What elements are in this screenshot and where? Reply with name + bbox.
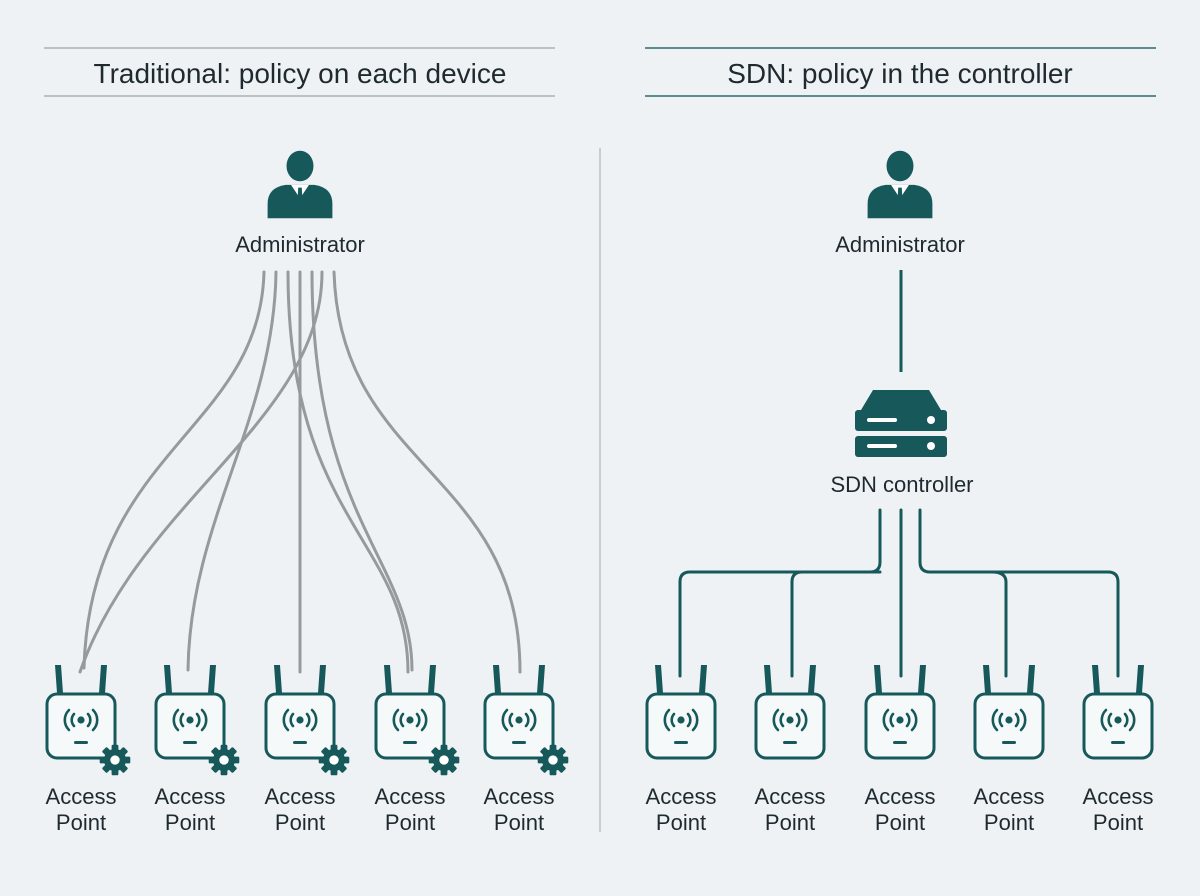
left-line-ap5 <box>332 270 522 674</box>
right-line-ap4 <box>990 570 1008 678</box>
left-connection-lines <box>78 270 522 674</box>
access-point-icon <box>645 663 717 760</box>
right-line-ap5 <box>918 508 1120 678</box>
access-point-icon <box>264 663 336 760</box>
gear-icon <box>428 744 460 776</box>
access-point-icon <box>864 663 936 760</box>
ap-label-line1: Access <box>865 784 936 809</box>
left-access-point: Access Point <box>483 663 569 835</box>
gear-icon <box>99 744 131 776</box>
right-panel: SDN: policy in the controller Administra… <box>645 47 1156 835</box>
right-access-point: Access Point <box>754 663 826 835</box>
ap-label-line1: Access <box>265 784 336 809</box>
ap-label-line1: Access <box>646 784 717 809</box>
ap-label-line2: Point <box>385 810 435 835</box>
left-access-point: Access Point <box>154 663 240 835</box>
left-line-ap4-b <box>310 270 414 672</box>
left-panel-title: Traditional: policy on each device <box>94 58 507 89</box>
left-access-point: Access Point <box>374 663 460 835</box>
gear-icon <box>537 744 569 776</box>
ap-label-line2: Point <box>765 810 815 835</box>
left-admin-label: Administrator <box>235 232 365 257</box>
ap-label-line1: Access <box>974 784 1045 809</box>
access-point-icon <box>1082 663 1154 760</box>
left-line-ap1-b <box>78 270 324 674</box>
ap-label-line1: Access <box>46 784 117 809</box>
ap-label-line2: Point <box>56 810 106 835</box>
access-point-icon <box>374 663 446 760</box>
access-point-icon <box>45 663 117 760</box>
ap-label-line2: Point <box>275 810 325 835</box>
access-point-icon <box>973 663 1045 760</box>
gear-icon <box>208 744 240 776</box>
access-point-icon <box>754 663 826 760</box>
ap-label-line1: Access <box>155 784 226 809</box>
ap-label-line2: Point <box>656 810 706 835</box>
right-panel-title: SDN: policy in the controller <box>727 58 1072 89</box>
sdn-controller-label: SDN controller <box>830 472 973 497</box>
left-line-ap4-a <box>286 270 410 674</box>
right-access-point: Access Point <box>1082 663 1154 835</box>
right-line-ap2 <box>790 570 882 678</box>
ap-label-line2: Point <box>165 810 215 835</box>
right-access-point: Access Point <box>973 663 1045 835</box>
right-access-point: Access Point <box>645 663 717 835</box>
right-access-point: Access Point <box>864 663 936 835</box>
access-point-icon <box>154 663 226 760</box>
left-access-point: Access Point <box>45 663 131 835</box>
ap-label-line1: Access <box>1083 784 1154 809</box>
right-connection-lines <box>678 508 1120 678</box>
ap-label-line2: Point <box>1093 810 1143 835</box>
right-line-ap1 <box>678 508 882 678</box>
left-access-point: Access Point <box>264 663 350 835</box>
ap-label-line1: Access <box>375 784 446 809</box>
left-panel: Traditional: policy on each device Admin… <box>44 47 569 835</box>
right-admin-label: Administrator <box>835 232 965 257</box>
left-line-ap1-a <box>82 270 266 670</box>
access-point-icon <box>483 663 555 760</box>
ap-label-line2: Point <box>984 810 1034 835</box>
gear-icon <box>318 744 350 776</box>
ap-label-line2: Point <box>875 810 925 835</box>
ap-label-line1: Access <box>484 784 555 809</box>
left-line-ap2 <box>186 270 278 672</box>
admin-person-icon <box>867 150 933 219</box>
admin-person-icon <box>267 150 333 219</box>
controller-server-icon <box>855 390 947 457</box>
ap-label-line2: Point <box>494 810 544 835</box>
ap-label-line1: Access <box>755 784 826 809</box>
